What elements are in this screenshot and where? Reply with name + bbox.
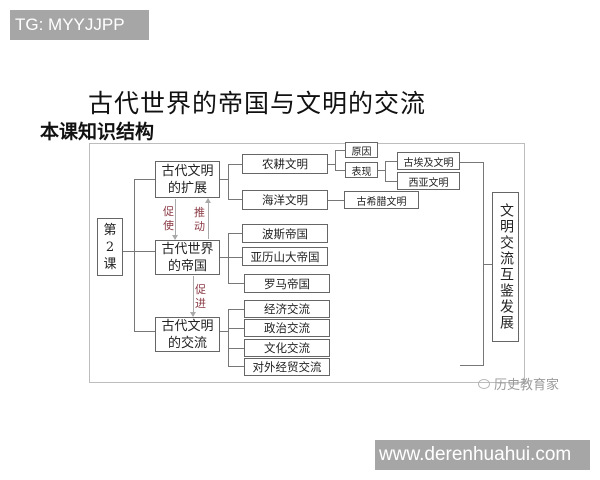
page-title: 古代世界的帝国与文明的交流 <box>88 89 427 118</box>
connector <box>228 283 244 284</box>
connector <box>228 309 244 310</box>
connector <box>335 170 345 171</box>
node-civilization-exchange: 古代文明 的交流 <box>155 317 220 352</box>
node-roman-empire: 罗马帝国 <box>244 274 330 293</box>
connector <box>228 257 242 258</box>
node-conclusion: 文明交流互鉴发展 <box>492 192 519 342</box>
node-ancient-empires: 古代世界 的帝国 <box>155 240 220 275</box>
node-political-exchange: 政治交流 <box>244 319 330 337</box>
arrow-up-icon <box>205 198 211 239</box>
connector <box>228 164 242 165</box>
node-ancient-egypt: 古埃及文明 <box>397 152 460 170</box>
connector <box>335 150 345 151</box>
root-char-2: 2 <box>105 239 115 255</box>
connector <box>328 164 335 165</box>
section-subtitle: 本课知识结构 <box>40 121 155 143</box>
root-char-3: 课 <box>103 256 117 272</box>
connector <box>228 328 244 329</box>
source-mark: 历史教育家 <box>478 374 559 393</box>
connector <box>134 179 155 180</box>
connector <box>378 170 385 171</box>
arrow-down-icon <box>172 199 178 240</box>
connector <box>228 348 244 349</box>
connector <box>123 251 135 252</box>
source-text: 历史教育家 <box>494 378 560 393</box>
node-foreign-trade-exchange: 对外经贸交流 <box>244 358 330 376</box>
node-agricultural-civilization: 农耕文明 <box>242 154 328 174</box>
connector <box>228 309 229 366</box>
connector <box>385 161 386 181</box>
node-civilization-expansion: 古代文明 的扩展 <box>155 161 220 198</box>
connector <box>228 233 229 283</box>
connector <box>220 331 228 332</box>
node-west-asia: 西亚文明 <box>397 172 460 190</box>
connector <box>460 162 483 163</box>
label-tuidong: 推动 <box>194 206 205 233</box>
arrow-down-icon <box>190 276 196 317</box>
watermark-bottom-right: www.derenhuahui.com <box>375 440 590 470</box>
connector <box>335 150 336 170</box>
connector <box>228 164 229 199</box>
connector <box>460 365 483 366</box>
connector <box>220 179 228 180</box>
connector <box>385 161 397 162</box>
node-cultural-exchange: 文化交流 <box>244 339 330 357</box>
connector <box>385 181 397 182</box>
node-reasons: 原因 <box>345 142 378 158</box>
node-maritime-civilization: 海洋文明 <box>242 190 328 210</box>
node-ancient-greece: 古希腊文明 <box>344 191 419 209</box>
node-persian-empire: 波斯帝国 <box>242 224 328 243</box>
connector <box>134 331 155 332</box>
node-manifestations: 表现 <box>345 162 378 178</box>
node-alexander-empire: 亚历山大帝国 <box>242 247 328 266</box>
label-cushi: 促使 <box>163 205 174 232</box>
connector <box>220 257 228 258</box>
connector <box>483 264 492 265</box>
connector <box>134 179 135 331</box>
connector <box>228 233 242 234</box>
diagram-frame <box>89 143 525 383</box>
label-cujin: 促进 <box>195 283 206 310</box>
connector <box>328 200 344 201</box>
watermark-top-left: TG: MYYJJPP <box>10 10 149 40</box>
wechat-icon <box>478 378 490 389</box>
root-char-1: 第 <box>103 222 117 238</box>
node-economic-exchange: 经济交流 <box>244 300 330 318</box>
root-lesson-box: 第 2 课 <box>97 218 123 276</box>
connector <box>228 199 242 200</box>
connector <box>134 251 155 252</box>
connector <box>228 366 244 367</box>
